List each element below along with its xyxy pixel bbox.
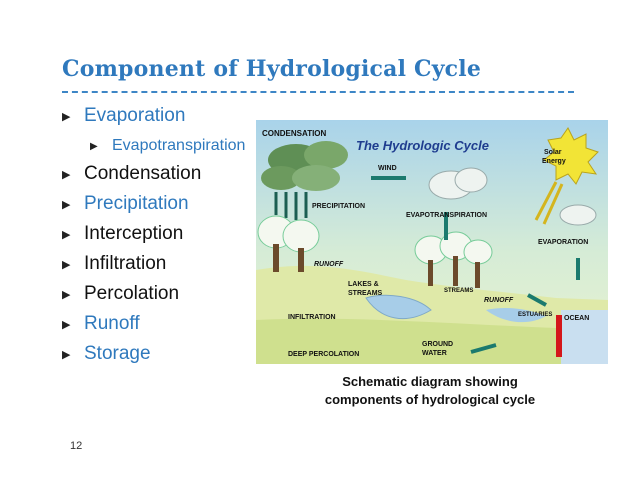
cycle-arrows bbox=[371, 176, 580, 354]
hydrologic-cycle-diagram: CONDENSATION The Hydrologic Cycle WIND S… bbox=[256, 120, 608, 364]
label-streams: STREAMS bbox=[348, 290, 383, 297]
ocean bbox=[561, 310, 608, 364]
slide-title: Component of Hydrological Cycle bbox=[62, 56, 482, 82]
evapotranspiration-clouds bbox=[428, 167, 597, 226]
precipitation-arrows bbox=[274, 192, 308, 220]
diagram-title: The Hydrologic Cycle bbox=[356, 138, 489, 153]
bullet-percolation: ▶Percolation bbox=[62, 282, 245, 312]
label-wind: WIND bbox=[378, 165, 397, 172]
deep-ground-layer bbox=[256, 318, 608, 364]
diagram-caption: Schematic diagram showing components of … bbox=[324, 374, 536, 407]
bullet-infiltration: ▶Infiltration bbox=[62, 252, 245, 282]
label-deep-percolation: DEEP PERCOLATION bbox=[288, 351, 359, 358]
bullet-arrow-icon: ▶ bbox=[62, 199, 71, 211]
bullet-arrow-icon: ▶ bbox=[62, 349, 71, 361]
label-evaporation: EVAPORATION bbox=[538, 239, 588, 246]
bullet-evaporation: ▶Evaporation bbox=[62, 104, 245, 134]
label-runoff: RUNOFF bbox=[314, 261, 344, 268]
bullet-condensation: ▶Condensation bbox=[62, 162, 245, 192]
label-ground: GROUND bbox=[422, 341, 453, 348]
bullet-precipitation: ▶Precipitation bbox=[62, 192, 245, 222]
label-ocean: OCEAN bbox=[564, 315, 589, 322]
label-water: WATER bbox=[422, 350, 447, 357]
label-precipitation: PRECIPITATION bbox=[312, 203, 365, 210]
label-condensation: CONDENSATION bbox=[262, 129, 327, 138]
bullet-arrow-icon: ▶ bbox=[62, 111, 71, 123]
forest bbox=[257, 215, 493, 288]
label-energy: Energy bbox=[542, 158, 566, 165]
bullet-arrow-icon: ▶ bbox=[62, 259, 71, 271]
page-number: 12 bbox=[70, 440, 83, 452]
label-infiltration: INFILTRATION bbox=[288, 314, 336, 321]
bullet-arrow-icon: ▶ bbox=[62, 229, 71, 241]
ocean-boundary bbox=[556, 315, 562, 357]
label-lakes: LAKES & bbox=[348, 281, 379, 288]
bullet-evapotranspiration: ▶Evapotranspiration bbox=[62, 134, 245, 162]
bullet-storage: ▶Storage bbox=[62, 342, 245, 372]
bullet-list: ▶Evaporation ▶Evapotranspiration ▶Conden… bbox=[62, 104, 245, 372]
stream bbox=[486, 308, 546, 323]
sun-icon bbox=[534, 127, 599, 225]
title-divider bbox=[62, 91, 574, 93]
label-evapotranspiration: EVAPOTRANSPIRATION bbox=[406, 212, 487, 219]
bullet-arrow-icon: ▶ bbox=[62, 289, 71, 301]
label-solar: Solar bbox=[544, 149, 562, 156]
label-estuaries: ESTUARIES bbox=[518, 312, 552, 318]
label-runoff-2: RUNOFF bbox=[484, 297, 514, 304]
bullet-arrow-icon: ▶ bbox=[62, 169, 71, 181]
label-streams-2: STREAMS bbox=[444, 288, 473, 294]
condensation-clouds bbox=[261, 141, 348, 191]
bullet-arrow-icon: ▶ bbox=[90, 141, 98, 152]
bullet-arrow-icon: ▶ bbox=[62, 319, 71, 331]
bullet-interception: ▶Interception bbox=[62, 222, 245, 252]
bullet-runoff: ▶Runoff bbox=[62, 312, 245, 342]
lake bbox=[365, 294, 432, 320]
